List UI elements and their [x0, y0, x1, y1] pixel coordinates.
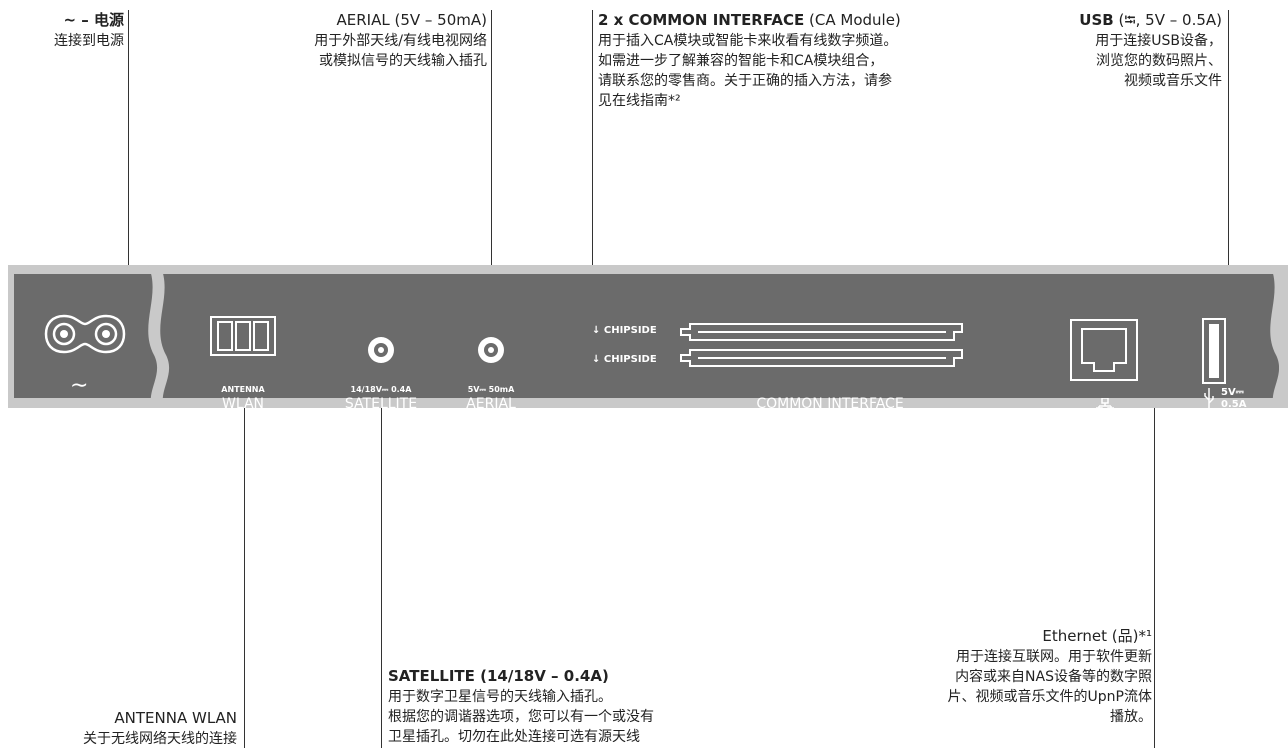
common-interface-label: COMMON INTERFACE	[756, 396, 904, 412]
usb-callout-title-rest: (⭾, 5V – 0.5A)	[1113, 11, 1222, 29]
wlan-leader-line	[244, 398, 245, 748]
ci-callout-line4: 见在线指南*²	[598, 93, 681, 109]
usb-label-1: 5V⎓	[1221, 387, 1244, 398]
usb-callout-line1: 用于连接USB设备，	[1095, 33, 1222, 49]
wlan-callout: ANTENNA WLAN 关于无线网络天线的连接	[83, 708, 237, 749]
satellite-port-icon	[368, 337, 394, 363]
usb-label-2: 0.5A	[1221, 399, 1247, 410]
power-leader-line	[128, 10, 129, 292]
aerial-callout-title: AERIAL (5V – 50mA)	[336, 11, 487, 29]
ci-callout: 2 x COMMON INTERFACE (CA Module) 用于插入CA模…	[598, 10, 901, 111]
ci-callout-title-bold: 2 x COMMON INTERFACE	[598, 11, 805, 29]
ethernet-leader-line	[1154, 398, 1155, 748]
satellite-callout-title: SATELLITE (14/18V – 0.4A)	[388, 667, 609, 685]
connector-panel	[14, 274, 1279, 398]
usb-callout-line2: 浏览您的数码照片、	[1096, 53, 1222, 69]
satellite-callout-line3: 卫星插孔。切勿在此处连接可选有源天线	[388, 729, 640, 745]
power-symbol: ∼	[70, 373, 89, 398]
panel-break-right	[1270, 265, 1288, 408]
aerial-callout-line1: 用于外部天线/有线电视网络	[314, 33, 487, 49]
usb-callout-title: USB (⭾, 5V – 0.5A)	[1079, 11, 1222, 29]
chipside-label-1: ↓ CHIPSIDE	[592, 325, 657, 336]
wlan-callout-title: ANTENNA WLAN	[114, 709, 237, 727]
aerial-callout-line2: 或模拟信号的天线输入插孔	[319, 53, 487, 69]
aerial-leader-line	[491, 10, 492, 328]
power-callout-title: ~ – 电源	[63, 11, 124, 29]
satellite-label-small: 14/18V⎓ 0.4A	[350, 385, 412, 394]
usb-symbol-icon	[1204, 388, 1214, 408]
wlan-antenna-icon	[210, 316, 276, 356]
power-socket-icon	[44, 314, 126, 354]
common-interface-slots-icon	[680, 323, 963, 367]
aerial-port-icon	[478, 337, 504, 363]
usb-callout-title-bold: USB	[1079, 11, 1114, 29]
ci-callout-title: 2 x COMMON INTERFACE (CA Module)	[598, 11, 901, 29]
ci-callout-line1: 用于插入CA模块或智能卡来收看有线数字频道。	[598, 33, 898, 49]
panel-break-left	[148, 265, 170, 408]
usb-callout-line3: 视频或音乐文件	[1124, 73, 1222, 89]
ethernet-callout-title: Ethernet (品)*¹	[1042, 627, 1152, 645]
satellite-callout-line2: 根据您的调谐器选项，您可以有一个或没有	[388, 709, 654, 725]
ethernet-callout-line1: 用于连接互联网。用于软件更新	[956, 649, 1152, 665]
satellite-leader-line	[381, 398, 382, 748]
power-callout: ~ – 电源 连接到电源	[54, 10, 124, 51]
wlan-label-small: ANTENNA	[221, 385, 265, 394]
satellite-callout-line1: 用于数字卫星信号的天线输入插孔。	[388, 689, 612, 705]
satellite-callout: SATELLITE (14/18V – 0.4A) 用于数字卫星信号的天线输入插…	[388, 666, 654, 747]
wlan-label-big: WLAN	[221, 396, 264, 412]
aerial-label-small: 5V⎓ 50mA	[467, 385, 515, 394]
ethernet-callout: Ethernet (品)*¹ 用于连接互联网。用于软件更新 内容或来自NAS设备…	[948, 626, 1152, 727]
wlan-callout-desc: 关于无线网络天线的连接	[83, 731, 237, 747]
ci-callout-line2: 如需进一步了解兼容的智能卡和CA模块组合，	[598, 53, 884, 69]
satellite-label-big: SATELLITE	[344, 396, 418, 412]
usb-leader-line	[1228, 10, 1229, 320]
aerial-label-big: AERIAL	[466, 396, 516, 412]
usb-callout: USB (⭾, 5V – 0.5A) 用于连接USB设备， 浏览您的数码照片、 …	[1079, 10, 1222, 91]
network-icon	[1096, 398, 1114, 414]
ethernet-port-icon	[1070, 319, 1138, 381]
aerial-callout: AERIAL (5V – 50mA) 用于外部天线/有线电视网络 或模拟信号的天…	[314, 10, 487, 71]
chipside-label-2: ↓ CHIPSIDE	[592, 354, 657, 365]
ethernet-callout-line2: 内容或来自NAS设备等的数字照	[955, 669, 1152, 685]
ci-callout-title-rest: (CA Module)	[804, 11, 901, 29]
ci-leader-line	[592, 10, 593, 326]
ethernet-callout-line4: 播放。	[1110, 709, 1152, 725]
usb-port-icon	[1202, 318, 1226, 384]
ethernet-callout-line3: 片、视频或音乐文件的UpnP流体	[947, 689, 1152, 705]
ci-callout-line3: 请联系您的零售商。关于正确的插入方法，请参	[598, 73, 892, 89]
power-callout-desc: 连接到电源	[54, 33, 124, 49]
